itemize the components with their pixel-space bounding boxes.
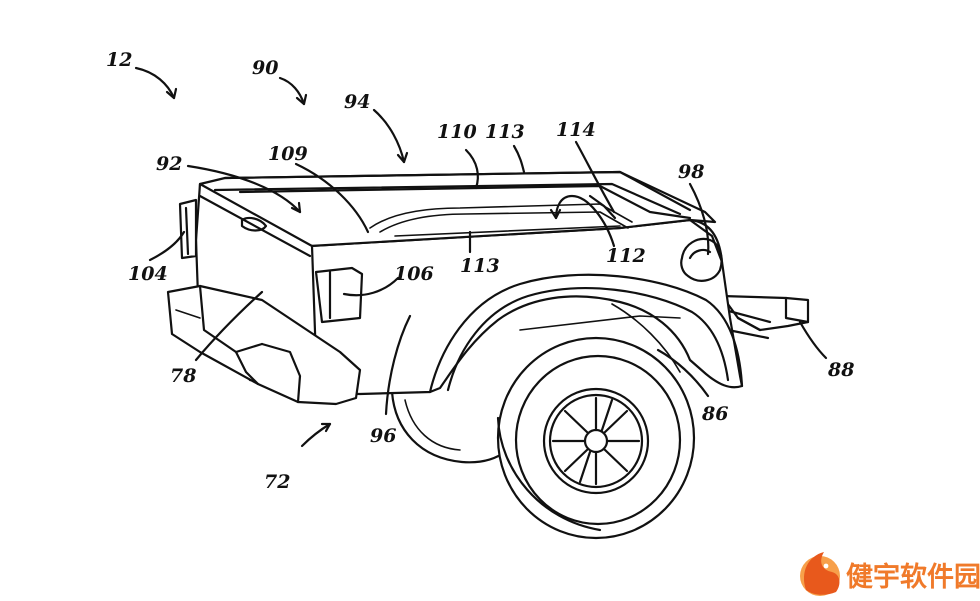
ref-88: 88 — [827, 359, 854, 381]
ref-112: 112 — [606, 245, 646, 267]
ref-12: 12 — [106, 49, 132, 71]
ref-86: 86 — [701, 403, 728, 425]
tailgate-handle — [240, 216, 268, 232]
storage-compartment — [680, 237, 723, 282]
wheel-spokes — [551, 396, 641, 486]
watermark: 健宇软件园 — [800, 552, 980, 596]
near-tire — [496, 336, 696, 540]
ref-110: 110 — [437, 121, 477, 143]
ref-78: 78 — [170, 365, 196, 387]
ref-96: 96 — [370, 425, 396, 447]
watermark-text: 健宇软件园 — [846, 562, 980, 593]
fox-logo-icon — [800, 552, 840, 596]
ref-113-lower: 113 — [460, 255, 500, 277]
side-panel — [308, 218, 744, 396]
leader-lines — [134, 66, 828, 448]
ref-106: 106 — [394, 263, 434, 285]
ref-94: 94 — [344, 91, 370, 113]
wheel-rim — [542, 387, 650, 495]
bed-interior — [238, 184, 692, 220]
ref-90: 90 — [252, 57, 278, 79]
ref-109: 109 — [268, 143, 308, 165]
ref-114: 114 — [556, 119, 596, 141]
trailer-line-art — [166, 170, 810, 540]
ref-104: 104 — [128, 263, 168, 285]
ref-98: 98 — [678, 161, 704, 183]
fender-flare — [428, 273, 744, 394]
ref-72: 72 — [264, 471, 290, 493]
ref-92: 92 — [156, 153, 182, 175]
reference-labels: 12 90 94 110 113 114 92 109 98 104 106 1… — [106, 49, 854, 493]
ref-113-top: 113 — [485, 121, 525, 143]
